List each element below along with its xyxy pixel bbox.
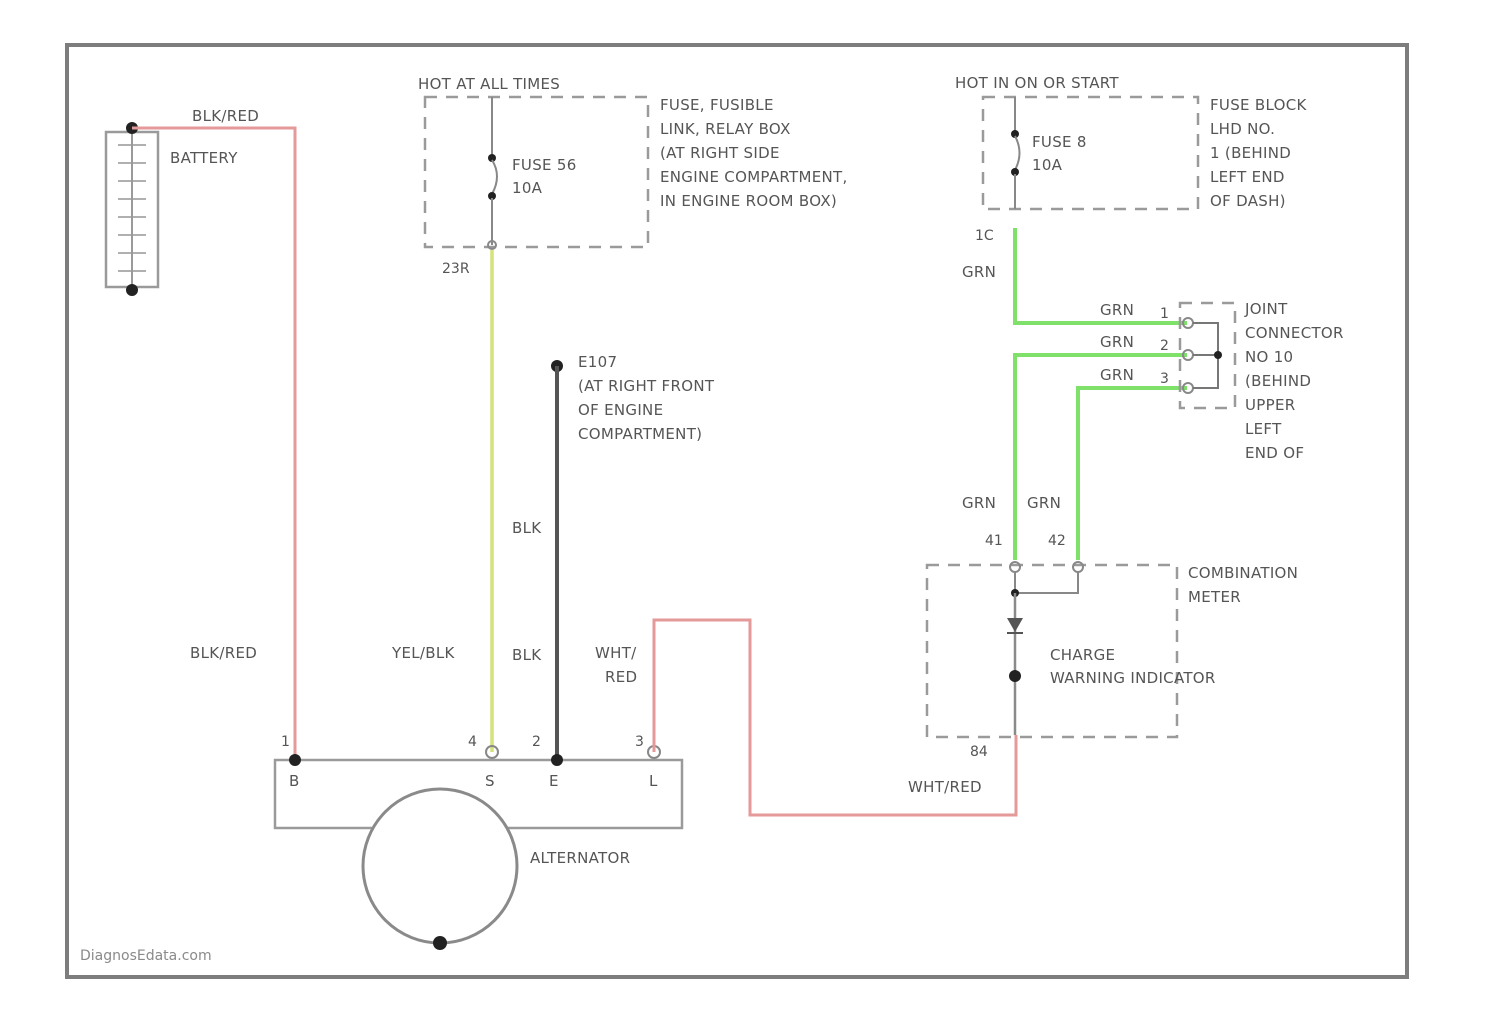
fuse-8-icon <box>1011 97 1020 209</box>
meter-wire-left: GRN <box>962 494 996 512</box>
indicator-label-2: WARNING INDICATOR <box>1050 669 1216 687</box>
alt-pin-b: 1 <box>281 734 290 750</box>
fuse2-desc-3: 1 (BEHIND <box>1210 144 1291 162</box>
fuse2-header: HOT IN ON OR START <box>955 74 1119 92</box>
meter-label-1: COMBINATION <box>1188 564 1298 582</box>
fuse1-name: FUSE 56 <box>512 156 577 174</box>
battery-wire-label-side: BLK/RED <box>190 644 257 662</box>
joint-desc-1: JOINT <box>1244 300 1288 318</box>
meter-pin-left: 41 <box>985 533 1003 549</box>
ground-wire-lower: BLK <box>512 646 542 664</box>
alt-terminal-s: S <box>485 772 495 790</box>
fuse2-desc-4: LEFT END <box>1210 168 1285 186</box>
fuse1-desc-3: (AT RIGHT SIDE <box>660 144 780 162</box>
fuse1-desc-2: LINK, RELAY BOX <box>660 120 791 138</box>
alt-pin-l: 3 <box>635 734 644 750</box>
alt-terminal-e-dot <box>551 754 563 766</box>
joint-connector-symbol <box>1183 318 1222 393</box>
joint-desc-2: CONNECTOR <box>1245 324 1344 342</box>
ground-id: E107 <box>578 353 617 371</box>
joint-desc-5: UPPER <box>1245 396 1295 414</box>
alt-terminal-e: E <box>549 772 559 790</box>
battery-wire-label-top: BLK/RED <box>192 107 259 125</box>
meter-wire-right: GRN <box>1027 494 1061 512</box>
alt-terminal-b: B <box>289 772 300 790</box>
fuse1-desc-5: IN ENGINE ROOM BOX) <box>660 192 837 210</box>
fuse1-desc-4: ENGINE COMPARTMENT, <box>660 168 848 186</box>
alternator-symbol <box>363 789 517 943</box>
alt-pin-e: 2 <box>532 734 541 750</box>
fuse2-desc-1: FUSE BLOCK <box>1210 96 1307 114</box>
meter-out-wire: WHT/RED <box>908 778 982 796</box>
alt-wire-s-label: YEL/BLK <box>391 644 455 662</box>
fuse-56-icon <box>488 97 497 249</box>
fuse2-pin: 1C <box>975 228 994 244</box>
meter-label-2: METER <box>1188 588 1241 606</box>
ground-wire-upper: BLK <box>512 519 542 537</box>
fuse1-pin: 23R <box>442 261 470 277</box>
battery-symbol <box>106 122 158 296</box>
joint-desc-4: (BEHIND <box>1245 372 1311 390</box>
ground-desc-2: OF ENGINE <box>578 401 663 419</box>
joint-desc-7: END OF <box>1245 444 1304 462</box>
battery-label: BATTERY <box>170 149 238 167</box>
wire-blk-red <box>132 128 295 760</box>
indicator-label-1: CHARGE <box>1050 646 1115 664</box>
alt-wire-l-label-2: RED <box>605 668 637 686</box>
joint-wire-3: GRN <box>1100 366 1134 384</box>
alt-pin-s: 4 <box>468 734 477 750</box>
joint-pin-3: 3 <box>1160 371 1169 387</box>
alt-terminal-l: L <box>649 772 658 790</box>
alternator-ground-dot <box>433 936 447 950</box>
fuse2-desc-5: OF DASH) <box>1210 192 1286 210</box>
meter-pin-right: 42 <box>1048 533 1066 549</box>
joint-feed-wire: GRN <box>962 263 996 281</box>
fuse2-amps: 10A <box>1032 156 1063 174</box>
fuse2-name: FUSE 8 <box>1032 133 1087 151</box>
joint-pin-1: 1 <box>1160 306 1169 322</box>
joint-pin-2: 2 <box>1160 338 1169 354</box>
ground-desc-1: (AT RIGHT FRONT <box>578 377 715 395</box>
joint-wire-1: GRN <box>1100 301 1134 319</box>
joint-desc-6: LEFT <box>1245 420 1282 438</box>
meter-pin-bottom: 84 <box>970 744 988 760</box>
watermark: DiagnosEdata.com <box>80 948 212 964</box>
alternator-label: ALTERNATOR <box>530 849 630 867</box>
fuse1-desc-1: FUSE, FUSIBLE <box>660 96 774 114</box>
fuse1-header: HOT AT ALL TIMES <box>418 75 560 93</box>
fuse2-desc-2: LHD NO. <box>1210 120 1275 138</box>
ground-desc-3: COMPARTMENT) <box>578 425 702 443</box>
fuse1-amps: 10A <box>512 179 543 197</box>
alt-wire-l-label-1: WHT/ <box>595 644 637 662</box>
joint-wire-2: GRN <box>1100 333 1134 351</box>
alt-terminal-b-dot <box>289 754 301 766</box>
joint-desc-3: NO 10 <box>1245 348 1293 366</box>
